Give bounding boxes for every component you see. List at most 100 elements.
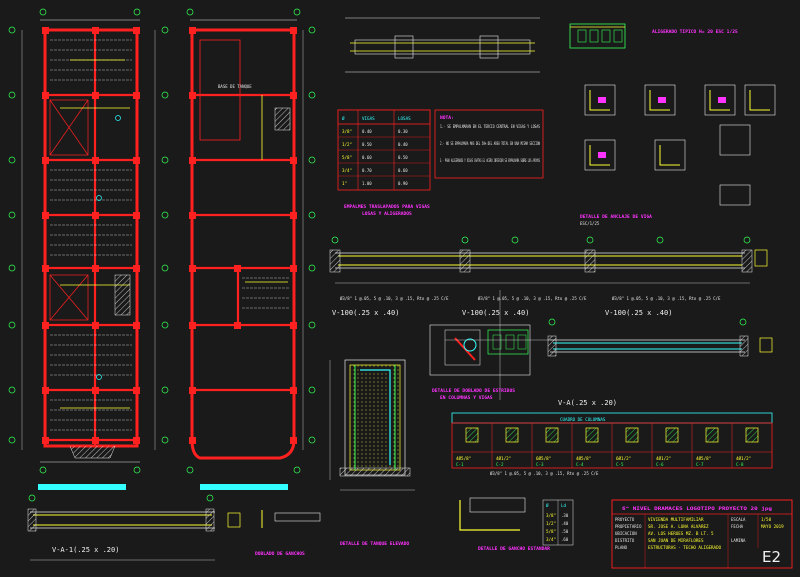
column-section-icon bbox=[545, 427, 559, 443]
floor-plan-upper: BASE DE TANQUE bbox=[186, 8, 316, 474]
column-detail-title: DETALLE DE ANCLAJE DE VIGA bbox=[580, 214, 652, 220]
hook-detail-title: DETALLE DE GANCHO ESTANDAR bbox=[478, 546, 550, 552]
splice-cell: 1" bbox=[342, 181, 347, 186]
stirrup-detail-title-1: DETALLE DE DOBLADO DE ESTRIBOS bbox=[432, 388, 515, 394]
notes-box: NOTA: 1.- SE EMPALMARAN EN EL TERCIO CEN… bbox=[434, 109, 544, 179]
column-section-icon bbox=[625, 427, 639, 443]
bar-cell: .60 bbox=[561, 537, 569, 542]
tb-label-fecha: FECHA bbox=[731, 524, 744, 529]
tb-label-propietario: PROPIETARIO bbox=[615, 524, 642, 529]
splice-header-0: Ø bbox=[342, 116, 345, 121]
tb-value-plano: ESTRUCTURAS - TECHO ALIGERADO bbox=[648, 545, 722, 550]
bar-header-0: Ø bbox=[546, 503, 549, 508]
beam-elevation-v100: Ø3/8" 1 @.05, 5 @ .10, 3 @ .15, Rto @ .2… bbox=[329, 236, 768, 317]
tb-value-proyecto: VIVIENDA MULTIFAMILIAR bbox=[648, 517, 704, 522]
column-section-icon bbox=[505, 427, 519, 443]
stirrup-note-2: Ø3/8" 1 @.05, 5 @ .10, 3 @ .15, Rto @ .2… bbox=[478, 296, 587, 301]
column-detail-scale: ESC/1/25 bbox=[580, 221, 600, 226]
title-block: 6^ NIVEL DRAMACES LOGOTIPO PROYECTO 20 j… bbox=[611, 499, 793, 569]
tb-value-propietario: SR. JOSE A. LUNA ALVAREZ bbox=[648, 524, 709, 529]
column-type-C-6: C-6 bbox=[656, 462, 664, 467]
column-steel-C-5: 6Ø1/2" bbox=[616, 456, 631, 461]
beam-elevation-va1: V-A-1(.25 x .20) bbox=[27, 484, 288, 561]
splice-table-caption-2: LOSAS Y ALIGERADOS bbox=[362, 211, 412, 217]
stirrup-note-1: Ø3/8" 1 @.05, 5 @ .10, 3 @ .15, Rto @ .2… bbox=[340, 296, 449, 301]
column-section-icon bbox=[745, 427, 759, 443]
column-steel-C-1: 4Ø5/8" bbox=[456, 456, 471, 461]
stirrup-detail: DETALLE DE DOBLADO DE ESTRIBOS EN COLUMN… bbox=[429, 290, 555, 401]
tb-value-ubicacion: AV. LOS HEROES MZ. B LT. 5 bbox=[648, 531, 714, 536]
splice-table-caption-1: EMPALMES TRASLAPADOS PARA VIGAS bbox=[344, 204, 430, 210]
sheet-code: E2 bbox=[762, 548, 781, 566]
splice-cell: 0.50 bbox=[362, 142, 372, 147]
bar-cell: 3/4" bbox=[546, 537, 556, 542]
column-type-C-3: C-3 bbox=[536, 462, 544, 467]
column-section-icon bbox=[465, 427, 479, 443]
beam-elevation-va: V-A(.25 x .20) bbox=[547, 318, 773, 407]
tb-label-ubicacion: UBICACION bbox=[615, 531, 637, 536]
splice-cell: 0.40 bbox=[398, 142, 408, 147]
hook-detail: DETALLE DE GANCHO ESTANDAR bbox=[459, 497, 550, 552]
splice-cell: 0.40 bbox=[362, 129, 372, 134]
column-schedule: CUADRO DE COLUMNAS4Ø5/8"C-14Ø1/2"C-26Ø5/… bbox=[451, 412, 773, 476]
bend-detail-title: DOBLADO DE GANCHOS bbox=[255, 551, 305, 557]
bar-cell: 3/8" bbox=[546, 513, 556, 518]
column-steel-C-8: 4Ø1/2" bbox=[736, 456, 751, 461]
bar-cell: 1/2" bbox=[546, 521, 556, 526]
column-type-C-1: C-1 bbox=[456, 462, 464, 467]
column-steel-C-7: 4Ø5/8" bbox=[696, 456, 711, 461]
tb-label-plano: PLANO bbox=[615, 545, 628, 550]
column-type-C-8: C-8 bbox=[736, 462, 744, 467]
splice-cell: 1/2" bbox=[342, 142, 352, 147]
splice-cell: 3/8" bbox=[342, 129, 352, 134]
splice-header-2: LOSAS bbox=[398, 116, 411, 121]
column-type-C-5: C-5 bbox=[616, 462, 624, 467]
notes-heading: NOTA: bbox=[440, 115, 454, 121]
tb-value-escala: 1/50 bbox=[761, 517, 772, 522]
splice-cell: 3/4" bbox=[342, 168, 352, 173]
note-line-1: 1.- SE EMPALMARAN EN EL TERCIO CENTRAL E… bbox=[440, 124, 540, 129]
bar-cell: .30 bbox=[561, 513, 569, 518]
splice-cell: 0.60 bbox=[398, 168, 408, 173]
splice-cell: 0.70 bbox=[362, 168, 372, 173]
column-steel-C-6: 4Ø1/2" bbox=[656, 456, 671, 461]
slab-section-detail: ALIGERADO TIPICO H= 20 ESC 1/25 bbox=[569, 23, 738, 49]
column-schedule-header: CUADRO DE COLUMNAS bbox=[560, 417, 606, 422]
column-section-icon bbox=[665, 427, 679, 443]
splice-cell: 0.90 bbox=[398, 181, 408, 186]
bend-detail: DOBLADO DE GANCHOS bbox=[255, 510, 321, 557]
tb-label-distrito: DISTRITO bbox=[615, 538, 635, 543]
tb-label-escala: ESCALA bbox=[731, 517, 746, 522]
bar-cell: .40 bbox=[561, 521, 569, 526]
note-line-3: 3.- PARA ALIGERADOS Y VIGAS CHATAS EL AC… bbox=[440, 158, 540, 163]
note-line-2: 2.- NO SE EMPALMARA MAS DEL 50% DEL AREA… bbox=[440, 141, 540, 146]
lightweight-slab-title: ALIGERADO TIPICO H= 20 ESC 1/25 bbox=[652, 29, 738, 35]
tb-label-proyecto: PROYECTO bbox=[615, 517, 635, 522]
beam-1-label: V-100(.25 x .40) bbox=[332, 309, 399, 317]
tank-detail-title: DETALLE DE TANQUE ELEVADO bbox=[340, 541, 409, 547]
elevated-tank-detail: DETALLE DE TANQUE ELEVADO bbox=[329, 359, 415, 547]
splice-header-1: VIGAS bbox=[362, 116, 375, 121]
tb-value-fecha: MAYO 2019 bbox=[761, 524, 784, 529]
sheet-title: 6^ NIVEL DRAMACES LOGOTIPO PROYECTO 20 j… bbox=[622, 505, 772, 512]
tb-value-distrito: SAN JUAN DE MIRAFLORES bbox=[648, 538, 704, 543]
column-steel-C-4: 4Ø5/8" bbox=[576, 456, 591, 461]
column-steel-C-3: 6Ø5/8" bbox=[536, 456, 551, 461]
tb-label-lamina: LAMINA bbox=[731, 538, 746, 543]
schedule-note: Ø3/8" 1 @.05, 5 @ .10, 3 @ .15, Rto @ .2… bbox=[490, 471, 599, 476]
column-type-C-7: C-7 bbox=[696, 462, 704, 467]
splice-cell: 0.60 bbox=[362, 155, 372, 160]
beam-3-label: V-100(.25 x .40) bbox=[605, 309, 672, 317]
bar-cell: 5/8" bbox=[546, 529, 556, 534]
column-section-icon bbox=[585, 427, 599, 443]
splice-cell: 0.50 bbox=[398, 155, 408, 160]
splice-cell: 0.30 bbox=[398, 129, 408, 134]
column-steel-C-2: 4Ø1/2" bbox=[496, 456, 511, 461]
stirrup-detail-title-2: EN COLUMNAS Y VIGAS bbox=[440, 395, 493, 401]
column-type-C-4: C-4 bbox=[576, 462, 584, 467]
stirrup-note-3: Ø3/8" 1 @.05, 5 @ .10, 3 @ .15, Rto @ .2… bbox=[612, 296, 721, 301]
bar-cell: .50 bbox=[561, 529, 569, 534]
beam-2-label: V-100(.25 x .40) bbox=[462, 309, 529, 317]
